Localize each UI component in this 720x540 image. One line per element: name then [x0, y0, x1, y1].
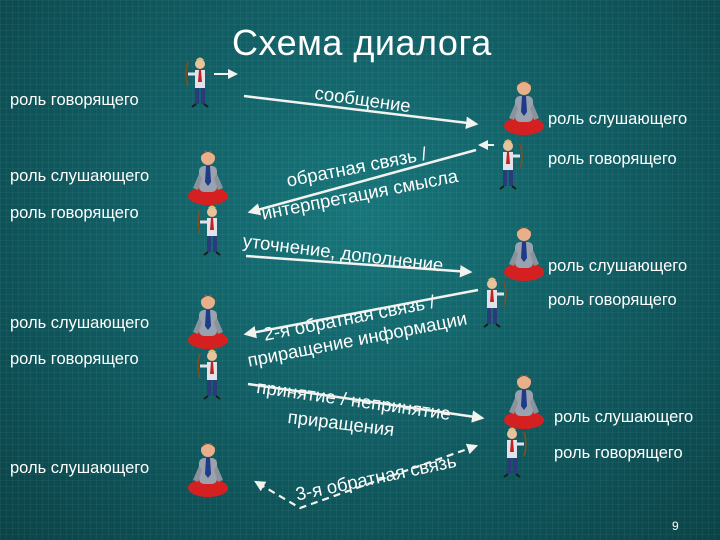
man-figure-r1 — [504, 81, 544, 135]
man-figure-l3 — [188, 443, 228, 497]
man-figure-r3 — [504, 375, 544, 429]
archer-figure-2 — [196, 204, 222, 257]
man-figure-r2 — [504, 227, 544, 281]
archer-figure-r3 — [502, 426, 528, 479]
arrow-feedback-2 — [243, 288, 479, 339]
role-speaker-2: роль говорящего — [10, 204, 139, 222]
role-listener-1: роль слушающего — [10, 167, 150, 185]
role-listener-3: роль слушающего — [10, 459, 150, 477]
role-listener-r3: роль слушающего — [554, 408, 694, 426]
arrow-message — [243, 94, 479, 130]
arrow-acceptance — [247, 382, 485, 423]
page-number: 9 — [672, 519, 679, 533]
role-speaker-r3: роль говорящего — [554, 444, 683, 462]
role-speaker-r1: роль говорящего — [548, 150, 677, 168]
archer-figure-1 — [184, 56, 210, 109]
role-listener-r1: роль слушающего — [548, 110, 688, 128]
role-speaker-3: роль говорящего — [10, 350, 139, 368]
role-speaker-r2: роль говорящего — [548, 291, 677, 309]
man-figure-l1 — [188, 151, 228, 205]
role-speaker-1: роль говорящего — [10, 91, 139, 109]
archer-figure-r1 — [498, 138, 524, 191]
archer-figure-r2 — [482, 276, 508, 329]
archer-figure-3 — [196, 348, 222, 401]
arrow-clarification — [245, 254, 473, 278]
slide-title: Схема диалога — [232, 22, 492, 63]
man-figure-l2 — [188, 295, 228, 349]
arrow-feedback-3 — [254, 443, 479, 510]
role-listener-r2: роль слушающего — [548, 257, 688, 275]
arrow-feedback-1 — [247, 148, 477, 216]
role-listener-2: роль слушающего — [10, 314, 150, 332]
